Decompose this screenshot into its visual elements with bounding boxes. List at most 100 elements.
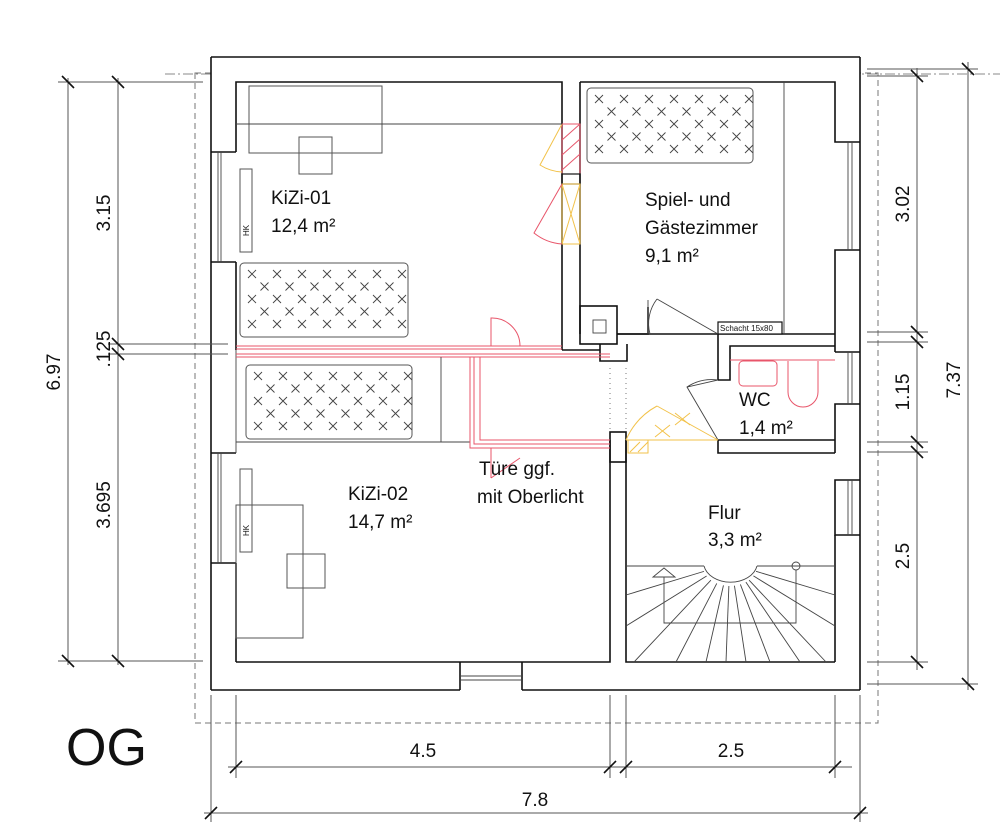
bed-hatch-mark <box>297 319 307 329</box>
stair-tread <box>633 579 712 663</box>
dim-bottom-left: 4.5 <box>410 741 436 762</box>
bed-hatch-mark <box>694 94 704 104</box>
bed-hatch-mark <box>328 371 338 381</box>
bed-hatch-mark <box>732 107 741 116</box>
room-name-spiel-line1: Spiel- und <box>645 190 731 211</box>
dim-right-bottom: 2.5 <box>893 543 914 569</box>
radiator-label-2: HK <box>242 524 251 536</box>
bed-hatch-mark <box>694 119 704 129</box>
dimension-lines <box>58 62 978 822</box>
bed-hatch-mark <box>341 384 350 393</box>
bed-hatch-mark <box>391 384 400 393</box>
bed-hatch-mark <box>694 144 704 154</box>
bed-hatch-mark <box>385 307 394 316</box>
bed-hatch-mark <box>594 119 604 129</box>
bed-hatch-mark <box>366 384 375 393</box>
bed-hatch-mark <box>644 144 654 154</box>
bed-hatch-mark <box>328 421 338 431</box>
stair-tread <box>755 570 836 596</box>
bed-hatch-mark <box>644 119 654 129</box>
bed-hatch-mark <box>272 269 282 279</box>
bed-hatch-mark <box>260 307 269 316</box>
shaft-label: Schacht 15x80 <box>720 324 773 333</box>
room-name-wc: WC <box>739 390 771 411</box>
floor-label: OG <box>66 719 147 777</box>
room-area-kizi-01: 12,4 m² <box>271 216 335 237</box>
bed-hatch-mark <box>403 421 413 431</box>
bed-hatch-mark <box>285 282 294 291</box>
bed-hatch-mark <box>594 144 604 154</box>
bed-hatch-mark <box>310 282 319 291</box>
bed-hatch-mark <box>278 396 288 406</box>
bed-hatch-mark <box>335 282 344 291</box>
bed-hatch-mark <box>744 144 754 154</box>
bed-hatch-mark <box>397 269 407 279</box>
exterior-walls <box>210 56 861 691</box>
door-note-line2: mit Oberlicht <box>477 487 584 508</box>
bed-hatch-mark <box>669 144 679 154</box>
bed-hatch-mark <box>278 371 288 381</box>
bed-hatch-mark <box>322 269 332 279</box>
dim-bottom-total: 7.8 <box>522 790 548 811</box>
stair-tread <box>753 575 836 627</box>
bed-hatch-mark <box>594 94 604 104</box>
stair-tread <box>625 575 707 627</box>
stair-tread <box>745 581 801 663</box>
bed-hatch-mark <box>253 421 263 431</box>
bed-hatch-mark <box>353 396 363 406</box>
bed-hatch-mark <box>278 421 288 431</box>
bed-hatch-mark <box>619 119 629 129</box>
bed-hatch-mark <box>391 409 400 418</box>
bed-hatch-mark <box>657 132 666 141</box>
bed-hatch-mark <box>291 384 300 393</box>
bed-hatch-mark <box>719 119 729 129</box>
bed-hatch-mark <box>403 396 413 406</box>
bed-hatch-mark <box>247 269 257 279</box>
furniture <box>235 85 754 639</box>
bed-hatch-mark <box>297 294 307 304</box>
room-name-spiel-line2: Gästezimmer <box>645 218 759 239</box>
bed-hatch-mark <box>744 119 754 129</box>
room-area-wc: 1,4 m² <box>739 418 793 439</box>
bed-hatch-mark <box>291 409 300 418</box>
dim-left-mid: .125 <box>94 331 115 368</box>
bed-hatch-mark <box>328 396 338 406</box>
bed-hatch-mark <box>360 282 369 291</box>
bed-hatch-mark <box>719 94 729 104</box>
bed-hatch-mark <box>385 282 394 291</box>
bed-hatch-mark <box>378 396 388 406</box>
bed-hatching <box>247 94 754 431</box>
bed-hatch-mark <box>403 371 413 381</box>
bed-hatch-mark <box>657 107 666 116</box>
room-area-flur: 3,3 m² <box>708 530 762 551</box>
bed-hatch-mark <box>353 421 363 431</box>
interior-walls <box>236 82 835 479</box>
room-area-spiel: 9,1 m² <box>645 246 699 267</box>
stair-tread <box>733 585 747 663</box>
bed-hatch-mark <box>253 371 263 381</box>
stair-tread <box>725 585 730 663</box>
dim-left-total: 6.97 <box>44 354 65 391</box>
bed-hatch-mark <box>619 94 629 104</box>
bed-hatch-mark <box>669 119 679 129</box>
bed-hatch-mark <box>303 421 313 431</box>
dim-right-top: 3.02 <box>893 186 914 223</box>
bed-hatch-mark <box>607 132 616 141</box>
dim-right-total: 7.37 <box>944 362 965 399</box>
bed-hatch-mark <box>619 144 629 154</box>
bed-hatch-mark <box>707 107 716 116</box>
bed-hatch-mark <box>669 94 679 104</box>
bed-hatch-mark <box>247 319 257 329</box>
dim-bottom-right: 2.5 <box>718 741 744 762</box>
bed-hatch-mark <box>632 132 641 141</box>
door-note-line1: Türe ggf. <box>479 459 555 480</box>
dim-left-bottom: 3.695 <box>94 481 115 529</box>
bed-hatch-mark <box>732 132 741 141</box>
room-name-flur: Flur <box>708 503 741 524</box>
room-name-kizi-01: KiZi-01 <box>271 188 331 209</box>
bed-hatch-mark <box>266 384 275 393</box>
bed-hatch-mark <box>253 396 263 406</box>
bed-hatch-mark <box>632 107 641 116</box>
bed-hatch-mark <box>272 294 282 304</box>
